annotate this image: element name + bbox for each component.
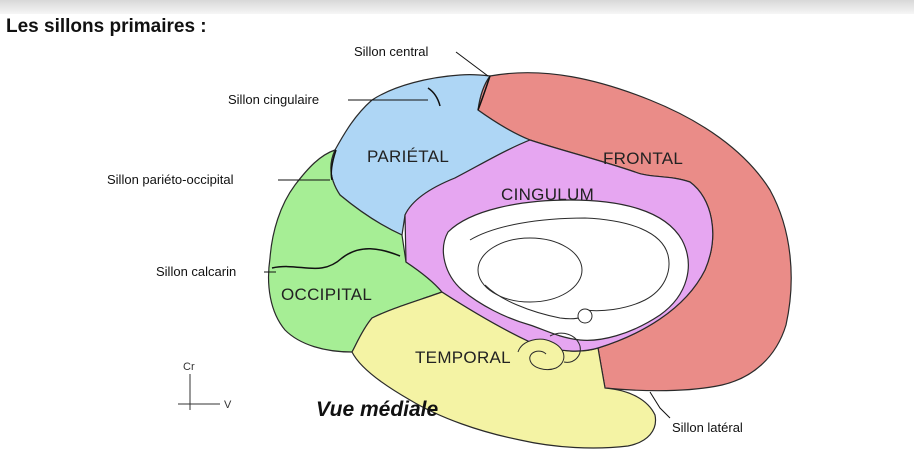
occipital-label: OCCIPITAL (281, 285, 372, 304)
sulcus-calcarin-label: Sillon calcarin (156, 264, 236, 279)
frontal-label: FRONTAL (603, 149, 683, 168)
corpus-callosum (442, 199, 689, 341)
hippocampus-curl-2 (549, 332, 581, 363)
axis-right-label: V (224, 399, 232, 411)
sulcus-lateral-label: Sillon latéral (672, 420, 743, 435)
central-callout-line (455, 51, 489, 77)
cingulate-sulcus-line (427, 87, 441, 107)
page-title: Les sillons primaires : (6, 16, 207, 37)
lateral-callout-line (649, 391, 671, 419)
ventricle-outline (469, 217, 670, 312)
calcarine-sulcus-line (271, 248, 401, 270)
sulcus-cingulaire-label: Sillon cingulaire (228, 92, 319, 107)
sulcus-central-label: Sillon central (354, 44, 429, 59)
sulcus-parieto-occipital-label: Sillon pariéto-occipital (107, 172, 234, 187)
cingulum-label: CINGULUM (501, 185, 594, 204)
thalamus-outline (477, 237, 583, 303)
parieto-occipital-line (330, 149, 337, 181)
parietal-label: PARIÉTAL (367, 147, 449, 166)
hippocampus-curl (517, 338, 565, 371)
axis-up-label: Cr (183, 361, 195, 373)
orientation-axes: Cr V (178, 361, 232, 411)
temporal-label: TEMPORAL (415, 348, 511, 367)
pineal-outline (577, 308, 593, 324)
window-top-bar (0, 0, 914, 14)
view-label: Vue médiale (316, 398, 438, 421)
central-sulcus-line (477, 75, 491, 111)
